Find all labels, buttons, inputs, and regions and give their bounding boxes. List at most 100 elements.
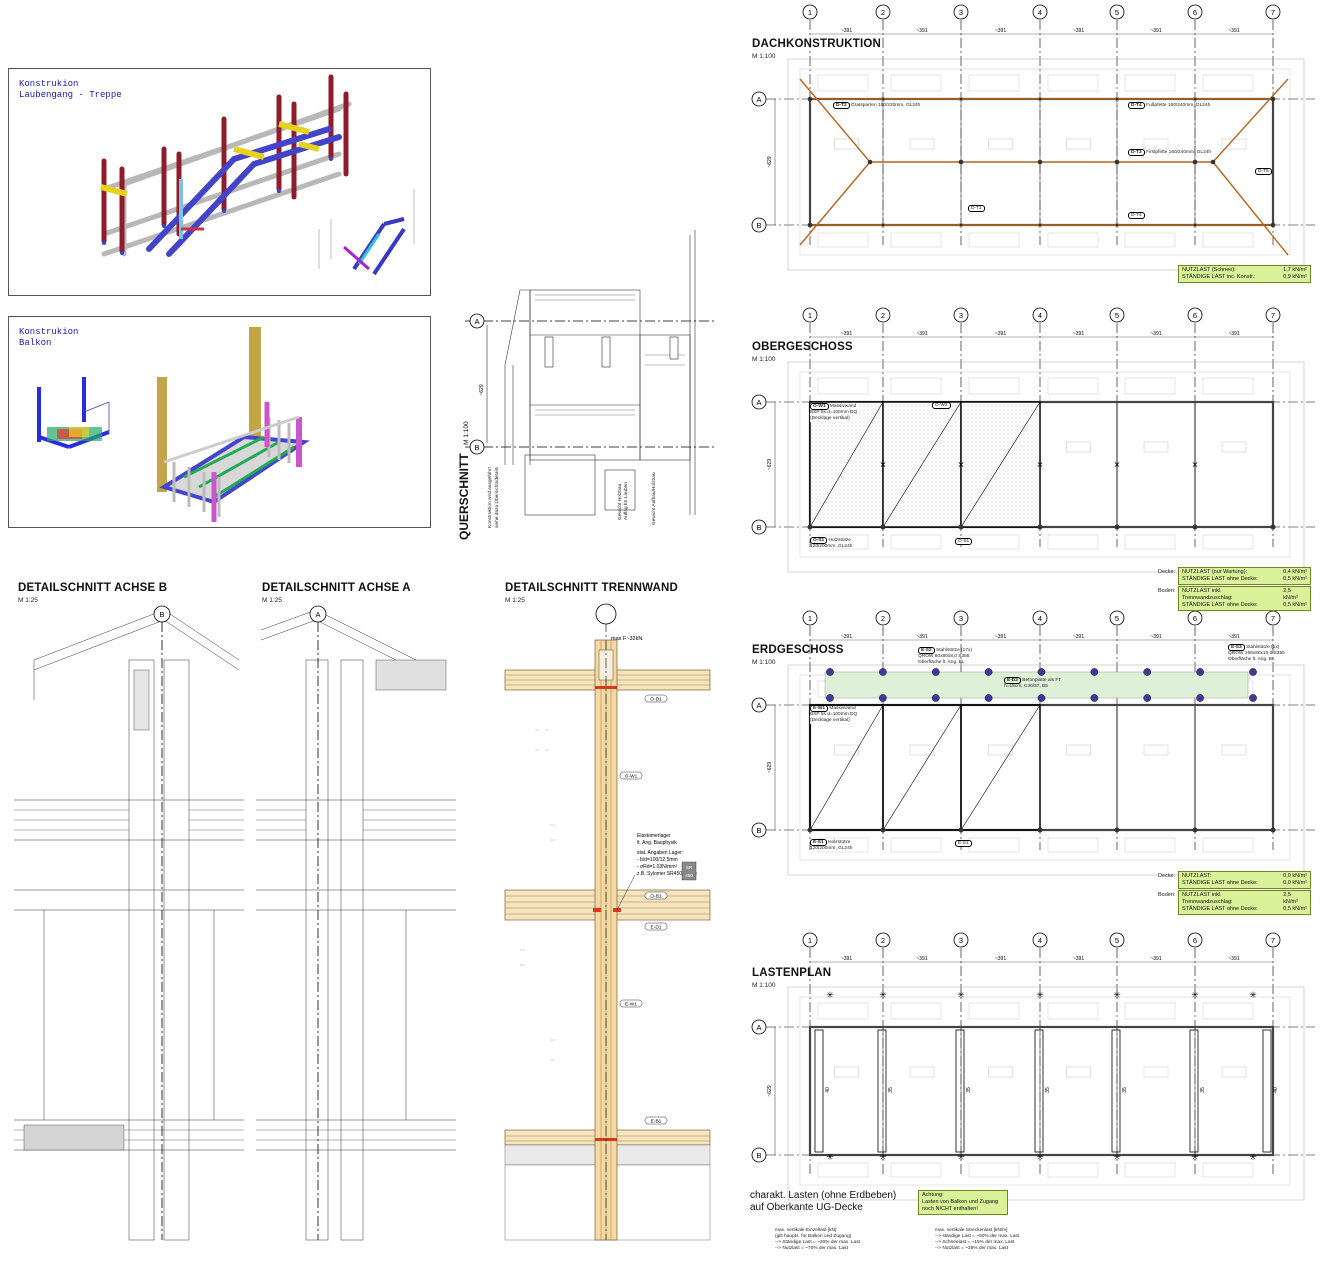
og-context-room-1	[817, 377, 869, 395]
trennwand-ed1: E-D1	[651, 925, 662, 931]
dach-context-room-5	[1124, 74, 1176, 92]
lasten-point-load-bot-5: ✳	[1113, 1152, 1121, 1162]
lasten-value-5: 35	[1122, 1087, 1128, 1093]
eg-context-room-b-6	[1202, 837, 1254, 853]
dach-pfosten-4: ×	[1115, 223, 1119, 230]
detail-a-axis: A	[315, 610, 320, 619]
trennwand-load: max F~32kN	[611, 636, 642, 642]
trennwand-eb1: E-B1	[651, 1119, 662, 1125]
eg-bay-dim-5: ~391	[1150, 634, 1161, 640]
dach-t2-tag: D-T2	[833, 102, 850, 109]
lasten-point-load-top-6: ✳	[1191, 990, 1199, 1000]
dach-grat-3	[1212, 78, 1289, 163]
og-w1-text: Massivwand	[829, 404, 857, 409]
eg-d2-text: Betonplatte als FT	[1022, 678, 1062, 683]
trennwand-od1: O-D1	[650, 697, 662, 703]
eg-steel-row-1-col-7	[1143, 668, 1152, 676]
detail-trennwand-drawing: max F~32kN O-D1 O-W1 O-B1 E-D1 E-W1 E-B1…	[504, 603, 711, 1241]
lasten-axis-bubble-4	[1032, 932, 1048, 948]
eg-wall-panel-3	[960, 704, 1041, 831]
og-context-outline	[787, 361, 1305, 573]
detail-a-title: DETAILSCHNITT ACHSE A	[262, 582, 411, 594]
eg-axis-a-bubble	[751, 697, 767, 713]
lasten-axis-bubble-5	[1109, 932, 1125, 948]
dach-axis-number-1: 1	[808, 8, 812, 17]
og-s1-tag: O-S1	[810, 537, 828, 544]
lasten-achtung-box: Achtung: Lasten von Balkon und Zugang no…	[918, 1190, 1008, 1215]
dach-context-room-b-5	[1124, 232, 1176, 248]
querschnitt-axis-a: A	[474, 317, 479, 326]
dach-axis-number-7: 7	[1271, 8, 1275, 17]
og-load1-label: NUTZLAST (nur Wartung):	[1182, 569, 1248, 575]
lasten-context-room-b-1	[817, 1162, 869, 1178]
dach-grat-4	[1212, 161, 1289, 256]
laubengang-caption-line1: Konstrukion	[19, 79, 79, 89]
eg-w1-text: Massivwand	[829, 706, 856, 711]
eg-axis-bubble-2	[875, 610, 891, 626]
lasten-axis-number-1: 1	[808, 936, 812, 945]
eg-bay-dim-3: ~391	[995, 634, 1006, 640]
og-context-room-b-2	[890, 534, 942, 550]
eg-room-tag-6	[1221, 744, 1247, 756]
dach-load1-label: NUTZLAST (Schnee):	[1182, 267, 1236, 273]
balkon-caption: Konstrukion Balkon	[19, 327, 78, 349]
lasten-context-room-b-5	[1124, 1162, 1176, 1178]
detail-b-axis: B	[159, 610, 164, 619]
dach-context-outline	[787, 58, 1305, 271]
eg-context-room-b-1	[817, 837, 869, 853]
lasten-axis-bubble-6	[1187, 932, 1203, 948]
og-context-room-b-6	[1202, 534, 1254, 550]
lasten-value-7: 40	[1273, 1087, 1279, 1093]
lasten-context-outline	[787, 986, 1305, 1201]
og-load2-value: 0,5 kN/m²	[1283, 576, 1307, 582]
og-wall-diag-1	[809, 401, 884, 528]
eg-column-1	[807, 827, 813, 833]
og-context-room-b-4	[1047, 534, 1099, 550]
dach-axis-number-5: 5	[1115, 8, 1119, 17]
trennwand-ob1: O-B1	[650, 894, 662, 900]
eg-context-room-b-3	[968, 837, 1020, 853]
eg-axis-number-7: 7	[1271, 614, 1275, 623]
eg-s3-sub: QROW 160x80x10,0 S355	[1228, 651, 1285, 656]
lasten-outer-wall	[808, 1025, 1275, 1157]
lasten-point-load-bot-2: ✳	[879, 1152, 887, 1162]
lasten-context-room-6	[1202, 1002, 1254, 1020]
dach-node-9	[1114, 159, 1120, 165]
dach-pfosten-10: ×	[1193, 97, 1197, 104]
lasten-achtung1: Achtung:	[922, 1192, 944, 1198]
dach-bay-dim-6: ~391	[1228, 28, 1239, 34]
dach-context-room-b-3	[968, 232, 1020, 248]
balkon-3d-view: Konstrukion Balkon	[8, 316, 431, 528]
lager-tag2: 450	[685, 873, 693, 878]
dach-load-box: NUTZLAST (Schnee):1,7 kN/m² STÄNDIGE LAS…	[1178, 265, 1311, 283]
eg-load4-label: STÄNDIGE LAST ohne Decke:	[1182, 906, 1258, 912]
og-axis-bubble-2	[875, 307, 891, 323]
dach-node-7	[958, 159, 964, 165]
lasten-legend-right: max. vertikale Streckenlast [kN/m] --> s…	[935, 1228, 1019, 1252]
eg-steel-row-2-col-5	[1037, 694, 1046, 702]
og-room-tag-5	[1143, 441, 1169, 453]
querschnitt-dim: ~629	[479, 384, 485, 395]
eg-s1-text: Holzstütze	[828, 840, 851, 845]
eg-load3-value: 2,5 kN/m²	[1283, 892, 1298, 905]
lasten-axis-number-5: 5	[1115, 936, 1119, 945]
detail-b-scale: M 1:25	[18, 597, 38, 604]
dach-axis-b-bubble	[751, 217, 767, 233]
eg-s2-sub2: Oberfläche lt. Ang. BL	[918, 660, 965, 665]
eg-axis-b-bubble	[751, 822, 767, 838]
eg-column-7	[1270, 827, 1276, 833]
dach-axis-number-4: 4	[1038, 8, 1042, 17]
lasten-point-load-bot-7: ✳	[1249, 1152, 1257, 1162]
lasten-axis-bubble-2	[875, 932, 891, 948]
dach-scale: M 1:100	[752, 53, 776, 60]
dach-t2-label: D-T2 Gratsparren 160/220mm, GL24h	[833, 102, 920, 109]
lasten-depth-dim: ~629	[767, 1085, 773, 1096]
lasten-room-tag-3	[988, 1066, 1013, 1078]
og-load2-label: STÄNDIGE LAST ohne Decke:	[1182, 576, 1258, 582]
lasten-leg7: --> Schneelast = ~15% der max. Last	[935, 1240, 1015, 1245]
dach-context-inner	[799, 68, 1291, 256]
og-cross-4: ✕	[1114, 461, 1121, 470]
og-load-box-boden: NUTZLAST inkl. Trennwandzuschlag:2,5 kN/…	[1178, 586, 1311, 611]
og-column-6	[1192, 524, 1198, 530]
dach-load1-value: 1,7 kN/m²	[1283, 267, 1307, 273]
